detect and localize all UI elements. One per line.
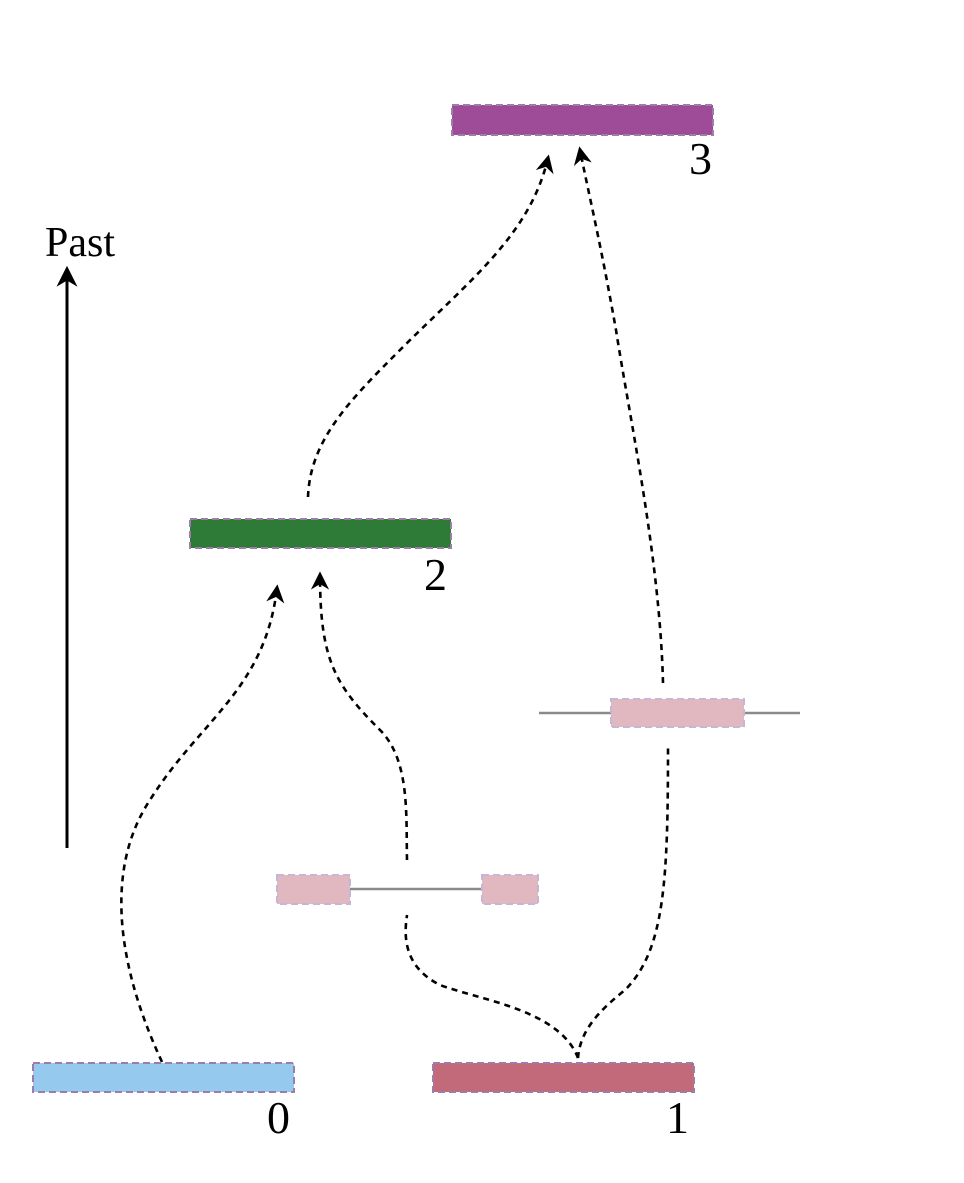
time-axis: Past: [45, 220, 115, 848]
edge-2-to-3: [306, 154, 554, 498]
edge-0-to-2: [120, 584, 285, 1063]
past-label: Past: [45, 220, 115, 266]
ghost-bar-right: [610, 698, 745, 728]
node-0: 0: [32, 1062, 295, 1143]
edge-1-to-3-lower: [576, 744, 670, 1059]
node-label: 1: [666, 1092, 689, 1143]
ghost-node-right: [539, 698, 800, 728]
node-bar: [32, 1062, 295, 1093]
node-3: 3: [451, 104, 714, 184]
node-2: 2: [189, 518, 452, 600]
ghost-bar-left-b: [481, 874, 539, 905]
node-label: 3: [689, 133, 712, 184]
node-bar: [432, 1062, 695, 1093]
ghost-node-left: [276, 874, 539, 905]
edge-1-to-2-upper: [310, 571, 409, 861]
node-1: 1: [432, 1062, 695, 1143]
edges: [120, 146, 670, 1063]
node-label: 0: [267, 1092, 290, 1143]
node-bar: [189, 518, 452, 549]
node-label: 2: [424, 549, 447, 600]
ghost-bar-left-a: [276, 874, 351, 905]
edge-1-to-3-upper: [573, 146, 665, 684]
node-bar: [451, 104, 714, 136]
edge-1-to-2-lower: [404, 914, 580, 1059]
